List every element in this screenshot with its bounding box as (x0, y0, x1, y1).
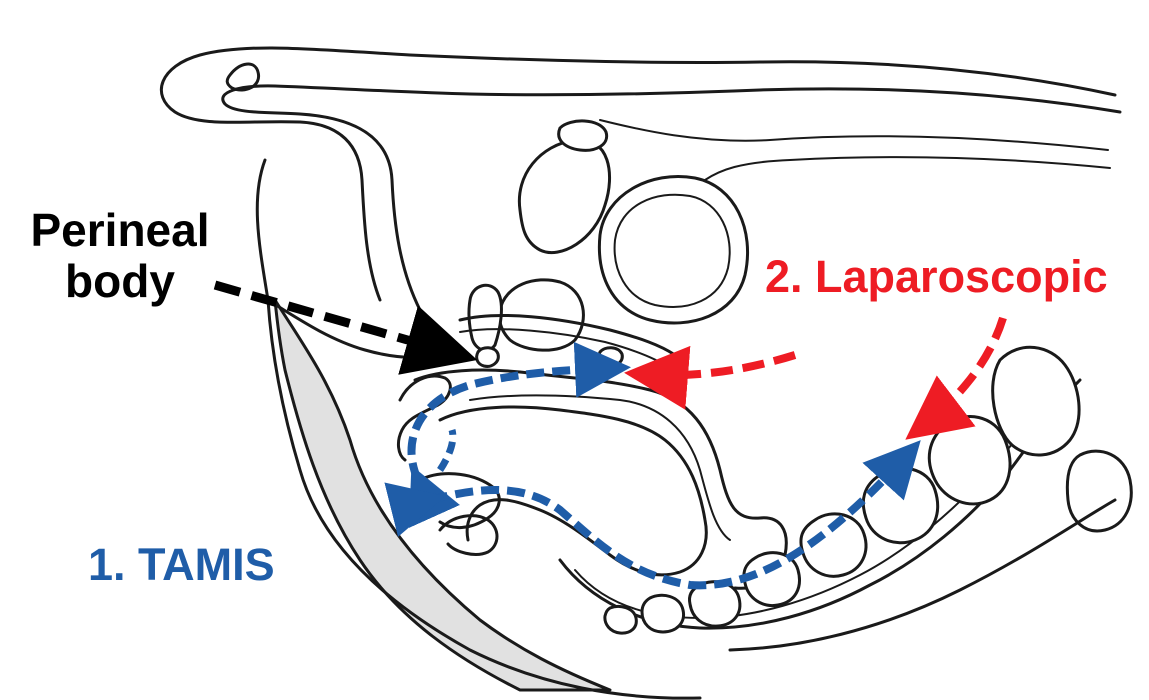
upper-organ-a (519, 140, 609, 253)
small-fold (227, 64, 258, 90)
perineal-body-label: Perineal body (10, 205, 230, 306)
vertebra-3 (863, 468, 937, 543)
tamis-arrow-inner (440, 430, 453, 470)
vertebra-2 (929, 417, 1010, 504)
uterus-outer (599, 177, 747, 323)
laparoscopic-arrow-posterior (918, 318, 1003, 430)
perineal-node-2 (599, 348, 622, 367)
perineal-body-label-line2: body (10, 256, 230, 307)
lumbar-body (1067, 451, 1131, 531)
abdominal-wall-line-2 (705, 157, 1110, 180)
abdominal-wall-line (600, 120, 1108, 150)
laparoscopic-arrow-anterior (640, 355, 795, 375)
rectum-lumen (440, 407, 706, 575)
vertebra-7 (642, 595, 684, 632)
perineal-body-arrow (215, 285, 460, 355)
perineal-body-label-line1: Perineal (10, 205, 230, 256)
laparoscopic-label: 2. Laparoscopic (765, 252, 1108, 302)
coccyx-tip (605, 606, 636, 633)
tamis-label: 1. TAMIS (88, 540, 275, 590)
upper-organ-b (559, 121, 607, 150)
perineal-node-1 (477, 348, 499, 367)
